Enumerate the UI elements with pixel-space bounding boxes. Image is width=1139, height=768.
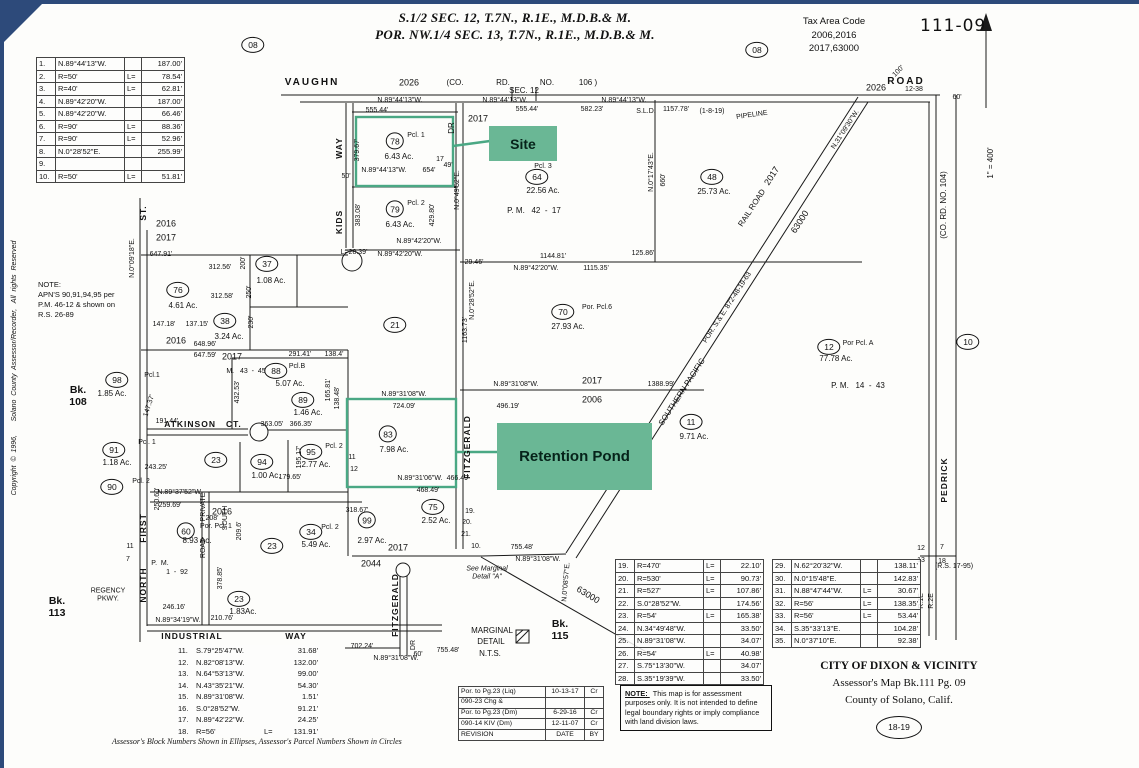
table-row: 6.R=90'L=88.36' — [36, 119, 185, 133]
table-row: 1.N.89°44'13"W.187.00' — [36, 57, 185, 71]
table-row: 090-23 Chg & — [458, 696, 604, 709]
table-row: 26.R=54'L=40.98' — [615, 646, 764, 660]
table-row: 16.S.0°28'52"W.91.21' — [178, 703, 318, 713]
table-row: 2.R=50'L=78.54' — [36, 69, 185, 83]
table-row: 34.S.35°33'13"E.104.28' — [772, 621, 921, 635]
table-row: 12.N.82°08'13"W.132.00' — [178, 657, 318, 667]
county-name: County of Solano, Calif. — [845, 694, 953, 706]
table-row: 28.S.35°19'39"W.33.50' — [615, 671, 764, 685]
tax-area-label: Tax Area Code — [802, 16, 866, 27]
table-row: 4.N.89°42'20"W.187.00' — [36, 94, 185, 108]
highlight-outlines — [345, 115, 498, 489]
tax-area-codes-1: 2006,2016 — [811, 29, 857, 41]
table-row: 17.N.89°42'22"W.24.25' — [178, 715, 318, 724]
table-row: 33.R=56'L=53.44' — [772, 609, 921, 623]
table-row: 5.N.89°42'20"W.66.46' — [36, 107, 185, 121]
table-row: 3.R=40'L=62.81' — [36, 82, 185, 96]
map-title-line2: POR. NW.1/4 SEC. 13, T.7N., R.1E., M.D.B… — [375, 26, 655, 42]
table-row: 11.S.79°25'47"W.31.68' — [178, 646, 318, 655]
page-range-ellipse: 18-19 — [876, 716, 922, 739]
tax-area-codes-2: 2017,63000 — [808, 43, 860, 54]
table-row: 7.R=90'L=52.96' — [36, 132, 185, 146]
table-row: 19.R=470'L=22.10' — [615, 559, 764, 573]
retention-pond-label: Retention Pond — [497, 423, 652, 490]
map-title: S.1/2 SEC. 12, T.7N., R.1E., M.D.B.& M. … — [355, 10, 675, 43]
table-row: 29.N.62°20'32"W.138.11' — [772, 559, 921, 573]
table-row: 35.N.0°37'10"E.92.38' — [772, 634, 921, 648]
retention-pond-parcel-outline — [345, 397, 458, 489]
table-row: 30.N.0°15'48"E.142.83' — [772, 571, 921, 585]
map-title-line1: S.1/2 SEC. 12, T.7N., R.1E., M.D.B.& M. — [398, 10, 632, 25]
assessment-note-title: NOTE: — [625, 689, 650, 698]
site-parcel-outline — [354, 115, 455, 188]
table-row: 8.N.0°28'52"E.255.99' — [36, 144, 185, 158]
line-table-11-18: 11.S.79°25'47"W.31.68' 12.N.82°08'13"W.13… — [176, 645, 320, 737]
table-row: 25.N.89°31'08"W.34.07' — [615, 634, 764, 648]
table-row: 20.R=530'L=90.73' — [615, 571, 764, 585]
line-table-1-10: 1.N.89°44'13"W.187.00'2.R=50'L=78.54'3.R… — [36, 57, 185, 183]
table-row: 24.N.34°49'48"W.33.50' — [615, 621, 764, 635]
map-sheet-number: 111-09 — [920, 16, 987, 36]
assessment-note-body: This map is for assessment purposes only… — [625, 689, 760, 727]
table-row: 27.S.75°13'30"W.34.07' — [615, 659, 764, 673]
table-row: 32.R=56'L=138.35' — [772, 596, 921, 610]
site-callout-line — [452, 139, 491, 148]
table-row: 14.N.43°35'21"W.54.30' — [178, 680, 318, 690]
line-table-19-28: 19.R=470'L=22.10'20.R=530'L=90.73'21.R=5… — [615, 559, 764, 685]
assessor-map-reference: Assessor's Map Bk.111 Pg. 09 — [832, 677, 966, 689]
table-row: 31.N.88°47'44"W.L=30.67' — [772, 584, 921, 598]
table-row: 15.N.89°31'08"W.1.51' — [178, 692, 318, 701]
city-name: CITY OF DIXON & VICINITY — [820, 660, 978, 672]
legend-caption: Assessor's Block Numbers Shown in Ellips… — [112, 737, 402, 746]
tax-area-code-block: Tax Area Code 2006,2016 2017,63000 — [788, 15, 880, 56]
table-row: 10.R=50'L=51.81' — [36, 169, 185, 183]
table-row: 21.R=527'L=107.86' — [615, 584, 764, 598]
table-row: 9. — [36, 157, 185, 171]
line-table-29-35: 29.N.62°20'32"W.138.11'30.N.0°15'48"E.14… — [772, 559, 921, 648]
map-title-block: CITY OF DIXON & VICINITY Assessor's Map … — [793, 658, 1005, 739]
table-row: 23.R=54'L=165.38' — [615, 609, 764, 623]
table-row: 22.S.0°28'52"W.174.56' — [615, 596, 764, 610]
site-label: Site — [489, 126, 557, 161]
assessment-note: NOTE: This map is for assessment purpose… — [620, 685, 772, 731]
table-row: 18.R=56'L=131.91' — [178, 726, 318, 736]
table-row: 13.N.64°53'13"W.99.00' — [178, 669, 318, 678]
